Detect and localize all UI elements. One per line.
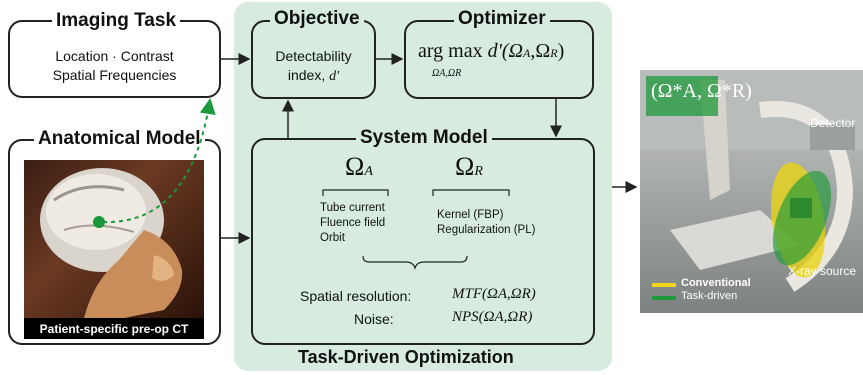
imaging-task-title: Imaging Task bbox=[52, 10, 181, 32]
optimizer-title: Optimizer bbox=[454, 8, 550, 30]
optimal-params-label: (Ω*A, Ω*R) bbox=[651, 80, 752, 102]
legend-task-driven-swatch bbox=[652, 296, 676, 300]
objective-line1: Detectability bbox=[275, 48, 352, 64]
omega-a-subscript: A bbox=[364, 164, 373, 179]
objective-line2-prefix: index, bbox=[287, 67, 330, 83]
panel-label: Task-Driven Optimization bbox=[294, 347, 518, 368]
reconstruction-brace bbox=[432, 189, 510, 196]
acquisition-param-1: Fluence field bbox=[320, 217, 386, 229]
system-model-braces bbox=[322, 189, 510, 270]
legend-task-driven-label: Task-driven bbox=[681, 290, 738, 302]
reconstruction-param-0: Kernel (FBP) bbox=[437, 209, 504, 221]
objective-d-prime: d' bbox=[329, 69, 340, 84]
ct-head-image bbox=[24, 160, 204, 318]
optimizer-fn: d'(Ω bbox=[487, 40, 524, 62]
x-ray-source-label: X-ray source bbox=[788, 264, 857, 278]
objective-line2: index, d' bbox=[251, 66, 376, 86]
c-arm-photo bbox=[640, 70, 863, 313]
objective-title: Objective bbox=[270, 8, 364, 30]
acquisition-brace bbox=[322, 189, 389, 196]
omega-r-subscript: R bbox=[474, 164, 483, 179]
optimizer-argmax-subscript: ΩA,ΩR bbox=[432, 68, 462, 79]
imaging-task-box bbox=[8, 20, 221, 98]
c-arm-illustration bbox=[640, 70, 863, 292]
optimizer-argmax: arg max bbox=[418, 40, 483, 62]
noise-label: Noise: bbox=[354, 311, 394, 327]
resolution-expression: MTF(ΩA,ΩR) bbox=[452, 286, 536, 302]
optimizer-sub-a: A bbox=[523, 46, 531, 60]
reconstruction-param-1: Regularization (PL) bbox=[437, 224, 536, 236]
acquisition-param-0: Tube current bbox=[320, 202, 385, 214]
omega-a-symbol: ΩA bbox=[345, 152, 373, 182]
legend-conventional-swatch bbox=[652, 283, 676, 287]
optimizer-sub-r: R bbox=[550, 46, 558, 60]
combined-brace bbox=[362, 255, 468, 270]
anatomical-model-title: Anatomical Model bbox=[34, 128, 205, 150]
system-model-title: System Model bbox=[356, 127, 492, 149]
noise-expression: NPS(ΩA,ΩR) bbox=[452, 309, 533, 325]
system-model-box bbox=[251, 138, 595, 345]
ct-caption: Patient-specific pre-op CT bbox=[39, 322, 189, 336]
optimizer-comma: ,Ω bbox=[530, 40, 551, 62]
imaging-task-line2: Spatial Frequencies bbox=[52, 67, 177, 83]
omega-r-letter: Ω bbox=[455, 152, 475, 181]
omega-a-letter: Ω bbox=[345, 152, 365, 181]
imaging-task-line1: Location · Contrast bbox=[55, 48, 174, 64]
acquisition-param-2: Orbit bbox=[320, 232, 345, 244]
optimizer-close: ) bbox=[557, 40, 565, 62]
optimizer-formula: arg max d'(ΩA,ΩR) bbox=[418, 40, 564, 63]
dashed-arrow-location bbox=[102, 98, 216, 224]
resolution-label: Spatial resolution: bbox=[300, 288, 412, 304]
detector-label: Detector bbox=[810, 116, 856, 130]
legend-conventional-label: Conventional bbox=[681, 277, 751, 289]
ct-head-illustration bbox=[40, 168, 183, 318]
omega-r-symbol: ΩR bbox=[455, 152, 483, 182]
ct-caption-bar bbox=[24, 318, 204, 339]
